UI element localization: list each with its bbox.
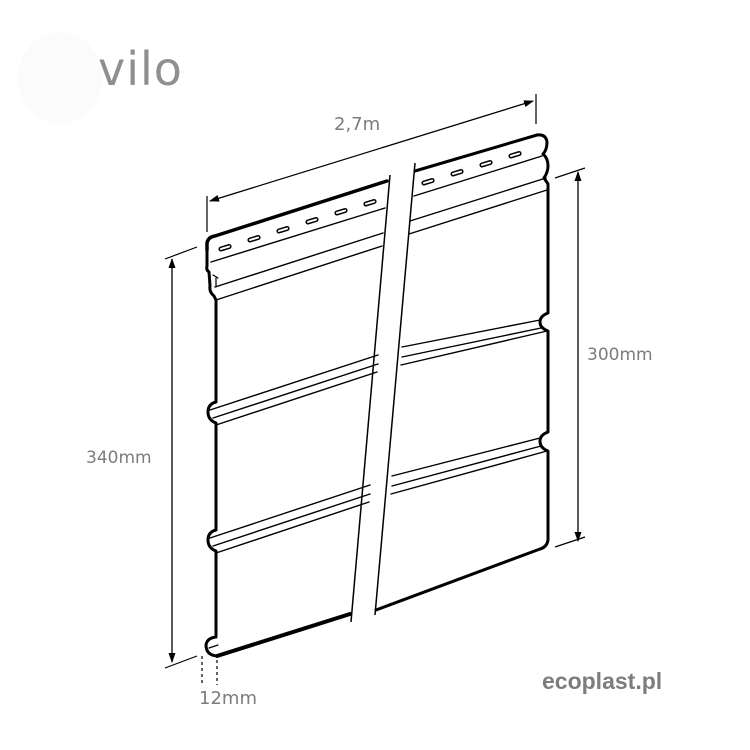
length-dimension (206, 94, 537, 232)
thickness-dimension (201, 656, 218, 685)
panel-left-section (204, 179, 389, 658)
logo-background (18, 32, 102, 124)
total-height-dimension (164, 246, 198, 669)
total-height-label: 340mm (86, 448, 152, 468)
thickness-label: 12mm (199, 688, 257, 709)
brand-logo: vilo (98, 42, 183, 96)
panel-right-section (374, 133, 550, 612)
break-lines (350, 162, 416, 623)
visible-height-dimension (554, 167, 586, 548)
visible-height-label: 300mm (587, 345, 653, 365)
length-label: 2,7m (334, 114, 381, 135)
watermark-text: ecoplast.pl (542, 668, 663, 694)
